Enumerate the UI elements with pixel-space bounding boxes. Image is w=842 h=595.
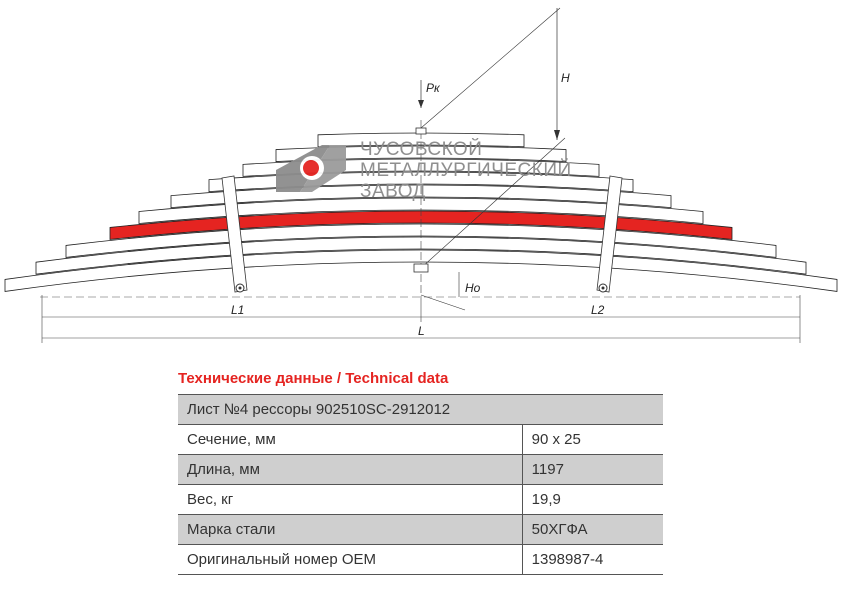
row-value: 1398987-4 [521, 544, 663, 575]
table-header-row: Лист №4 рессоры 902510SC-2912012 [178, 394, 663, 425]
logo-line2: МЕТАЛЛУРГИЧЕСКИЙ [360, 159, 572, 181]
logo-line3: ЗАВОД [360, 181, 426, 202]
spring-leaf [65, 223, 777, 258]
label-pk: Pк [426, 81, 441, 95]
row-value: 90 x 25 [521, 424, 663, 455]
row-label: Вес, кг [178, 484, 523, 515]
label-l1: L1 [231, 303, 244, 317]
label-h: H [561, 71, 570, 85]
row-label: Длина, мм [178, 454, 523, 485]
row-label: Оригинальный номер OEM [178, 544, 523, 575]
clamp-right [596, 175, 623, 293]
section-title: Технические данные / Technical data [178, 370, 449, 387]
spring-leaf [4, 249, 838, 292]
row-value: 19,9 [521, 484, 663, 515]
row-label: Сечение, мм [178, 424, 523, 455]
table-header: Лист №4 рессоры 902510SC-2912012 [178, 394, 663, 425]
technical-data-table: Лист №4 рессоры 902510SC-2912012 Сечение… [178, 394, 663, 575]
leaf-spring-drawing: Pк H Ho L1 L2 L ЧУСОВСКОЙ МЕТАЛЛУРГИЧЕСК… [4, 7, 838, 343]
spring-leaf [138, 197, 704, 224]
leaf-4-highlighted [109, 210, 733, 240]
row-value: 1197 [521, 454, 663, 485]
clamp-left [221, 175, 248, 293]
label-l: L [418, 324, 425, 338]
row-value: 50ХГФА [521, 514, 663, 545]
spring-leaf [317, 132, 525, 148]
company-logo: ЧУСОВСКОЙ МЕТАЛЛУРГИЧЕСКИЙ ЗАВОД [276, 138, 572, 202]
row-label: Марка стали [178, 514, 523, 545]
logo-line1: ЧУСОВСКОЙ [360, 138, 482, 160]
label-l2: L2 [591, 303, 605, 317]
label-ho: Ho [465, 281, 481, 295]
